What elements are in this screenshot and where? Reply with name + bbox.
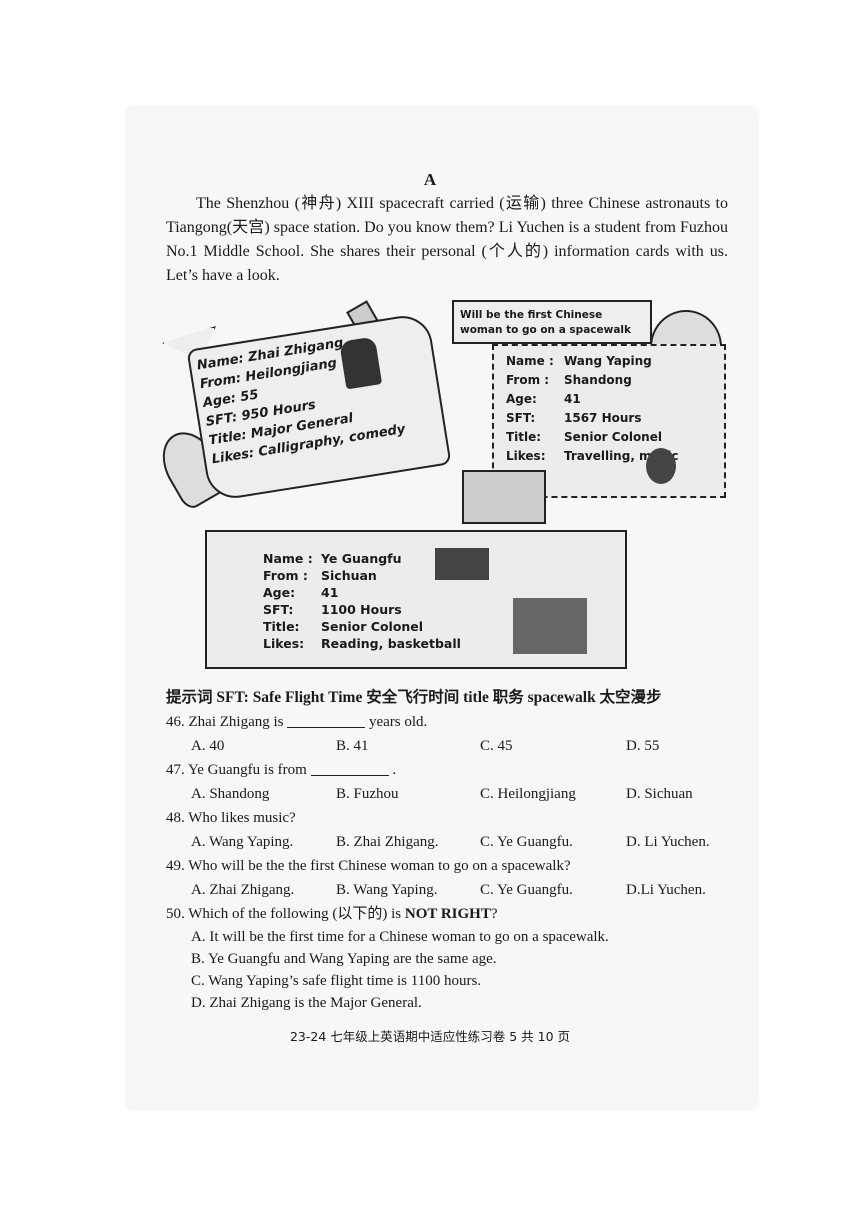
option-c: C. Ye Guangfu.: [480, 834, 573, 850]
option-a: A. 40: [191, 738, 225, 754]
ye-sft: 1100 Hours: [321, 602, 402, 617]
ye-name-label: Name :: [263, 551, 313, 566]
option-d: D.Li Yuchen.: [626, 882, 706, 898]
option-c: C. Wang Yaping’s safe flight time is 110…: [191, 973, 482, 989]
intro-text: The Shenzhou (神舟) XIII spacecraft carrie…: [166, 195, 728, 284]
option-b: B. 41: [336, 738, 369, 754]
ye-likes: Reading, basketball: [321, 636, 461, 651]
options-46: A. 40 B. 41 C. 45 D. 55: [166, 734, 746, 758]
option-b: B. Wang Yaping.: [336, 882, 438, 898]
suitcase-icon: [462, 470, 546, 524]
option-a: A. Wang Yaping.: [191, 834, 294, 850]
wang-title-label: Title:: [506, 430, 542, 444]
question-47: 47. Ye Guangfu is from .: [166, 760, 397, 778]
astronaut-photo-icon: [339, 336, 383, 390]
option-d: D. Zhai Zhigang is the Major General.: [191, 995, 422, 1011]
wang-sft: 1567 Hours: [564, 411, 642, 425]
option-c: C. Ye Guangfu.: [480, 882, 573, 898]
answer-blank: [310, 760, 389, 776]
options-47: A. Shandong B. Fuzhou C. Heilongjiang D.…: [166, 782, 746, 806]
wang-likes-label: Likes:: [506, 449, 546, 463]
ye-from: Sichuan: [321, 568, 377, 583]
wang-age-label: Age:: [506, 392, 537, 406]
wang-from-label: From :: [506, 373, 550, 387]
wang-name: Wang Yaping: [564, 354, 652, 368]
option-b: B. Zhai Zhigang.: [336, 834, 439, 850]
option-d: D. Li Yuchen.: [626, 834, 710, 850]
wang-sft-label: SFT:: [506, 411, 536, 425]
question-48: 48. Who likes music?: [166, 810, 296, 826]
option-a: A. Zhai Zhigang.: [191, 882, 295, 898]
ye-name: Ye Guangfu: [321, 551, 402, 566]
option-c: C. Heilongjiang: [480, 786, 576, 802]
option-b: B. Ye Guangfu and Wang Yaping are the sa…: [191, 951, 497, 967]
wang-age: 41: [564, 392, 581, 406]
ye-age: 41: [321, 585, 339, 600]
vocabulary-hint: 提示词 SFT: Safe Flight Time 安全飞行时间 title 职…: [166, 689, 662, 706]
astronaut-photo-icon: [646, 448, 676, 484]
ye-sft-label: SFT:: [263, 602, 294, 617]
ye-title: Senior Colonel: [321, 619, 424, 634]
astronaut-photo-icon: [513, 598, 587, 654]
wang-banner-text: Will be the first Chinese woman to go on…: [460, 309, 631, 336]
ye-title-label: Title:: [263, 619, 300, 634]
ye-age-label: Age:: [263, 585, 296, 600]
question-list: 46. Zhai Zhigang is years old. A. 40 B. …: [166, 710, 746, 1014]
wang-name-label: Name :: [506, 354, 554, 368]
wang-banner: Will be the first Chinese woman to go on…: [452, 300, 652, 344]
question-50: 50. Which of the following (以下的) is NOT …: [166, 906, 498, 922]
card-ye-guangfu: Name : Ye Guangfu From : Sichuan Age: 41 SF…: [205, 530, 627, 669]
option-a: A. Shandong: [191, 786, 270, 802]
page-footer: 23-24 七年级上英语期中适应性练习卷 5 共 10 页: [289, 1029, 571, 1044]
option-d: D. 55: [626, 738, 660, 754]
books-icon: [435, 548, 489, 580]
ye-likes-label: Likes:: [263, 636, 305, 651]
options-48: A. Wang Yaping. B. Zhai Zhigang. C. Ye G…: [166, 830, 746, 854]
option-c: C. 45: [480, 738, 513, 754]
section-letter: A: [423, 170, 437, 189]
option-d: D. Sichuan: [626, 786, 693, 802]
option-b: B. Fuzhou: [336, 786, 399, 802]
wang-from: Shandong: [564, 373, 632, 387]
options-49: A. Zhai Zhigang. B. Wang Yaping. C. Ye G…: [166, 878, 746, 902]
answer-blank: [287, 712, 366, 728]
ye-from-label: From :: [263, 568, 308, 583]
intro-paragraph: The Shenzhou (神舟) XIII spacecraft carrie…: [166, 192, 728, 288]
question-46: 46. Zhai Zhigang is years old.: [166, 712, 428, 730]
question-49: 49. Who will be the the first Chinese wo…: [166, 858, 571, 874]
wang-title: Senior Colonel: [564, 430, 662, 444]
option-a: A. It will be the first time for a Chine…: [191, 929, 609, 945]
